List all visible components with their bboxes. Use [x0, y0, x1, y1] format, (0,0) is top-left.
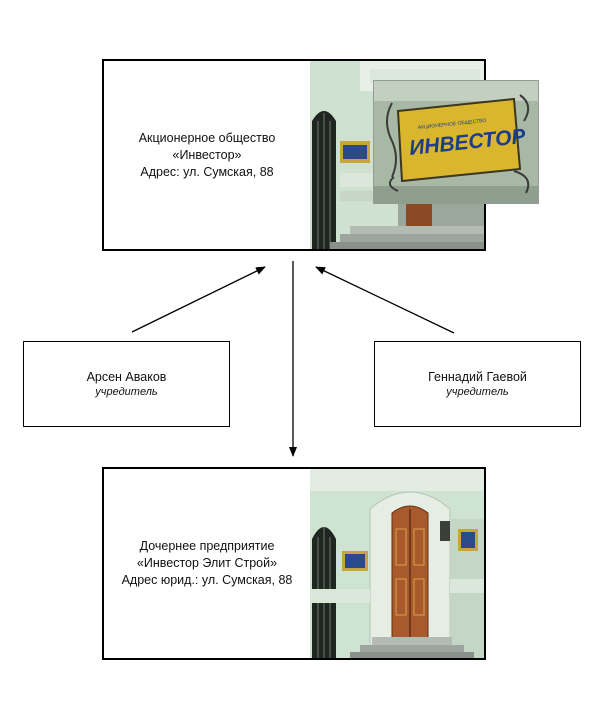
founder-role: учредитель: [95, 386, 158, 398]
founder-name: Арсен Аваков: [86, 370, 167, 384]
parent-company-name: «Инвестор»: [172, 147, 242, 162]
founder-role: учредитель: [446, 386, 509, 398]
subsidiary-address: Адрес юрид.: ул. Сумская, 88: [121, 573, 293, 587]
subsidiary-building-photo: [310, 469, 484, 658]
parent-building-photo: [310, 61, 484, 249]
subsidiary-type: Дочернее предприятие: [139, 539, 275, 553]
sign-inset-photo: АКЦИОНЕРНОЕ ОБЩЕСТВО ИНВЕСТОР: [373, 80, 539, 204]
parent-company-address: Адрес: ул. Сумская, 88: [140, 164, 274, 179]
subsidiary-box: Дочернее предприятие «Инвестор Элит Стро…: [102, 467, 486, 660]
subsidiary-text: Дочернее предприятие «Инвестор Элит Стро…: [104, 469, 310, 658]
arrow-gaevoy-to-parent: [315, 266, 455, 334]
founder-name: Геннадий Гаевой: [428, 370, 527, 384]
subsidiary-name: «Инвестор Элит Строй»: [136, 556, 278, 570]
parent-company-type: Акционерное общество: [138, 130, 276, 145]
parent-company-text: Акционерное общество «Инвестор» Адрес: у…: [104, 61, 310, 249]
founder-box-gaevoy: Геннадий Гаевой учредитель: [374, 341, 581, 427]
arrow-avakov-to-parent: [131, 266, 266, 333]
founder-box-avakov: Арсен Аваков учредитель: [23, 341, 230, 427]
